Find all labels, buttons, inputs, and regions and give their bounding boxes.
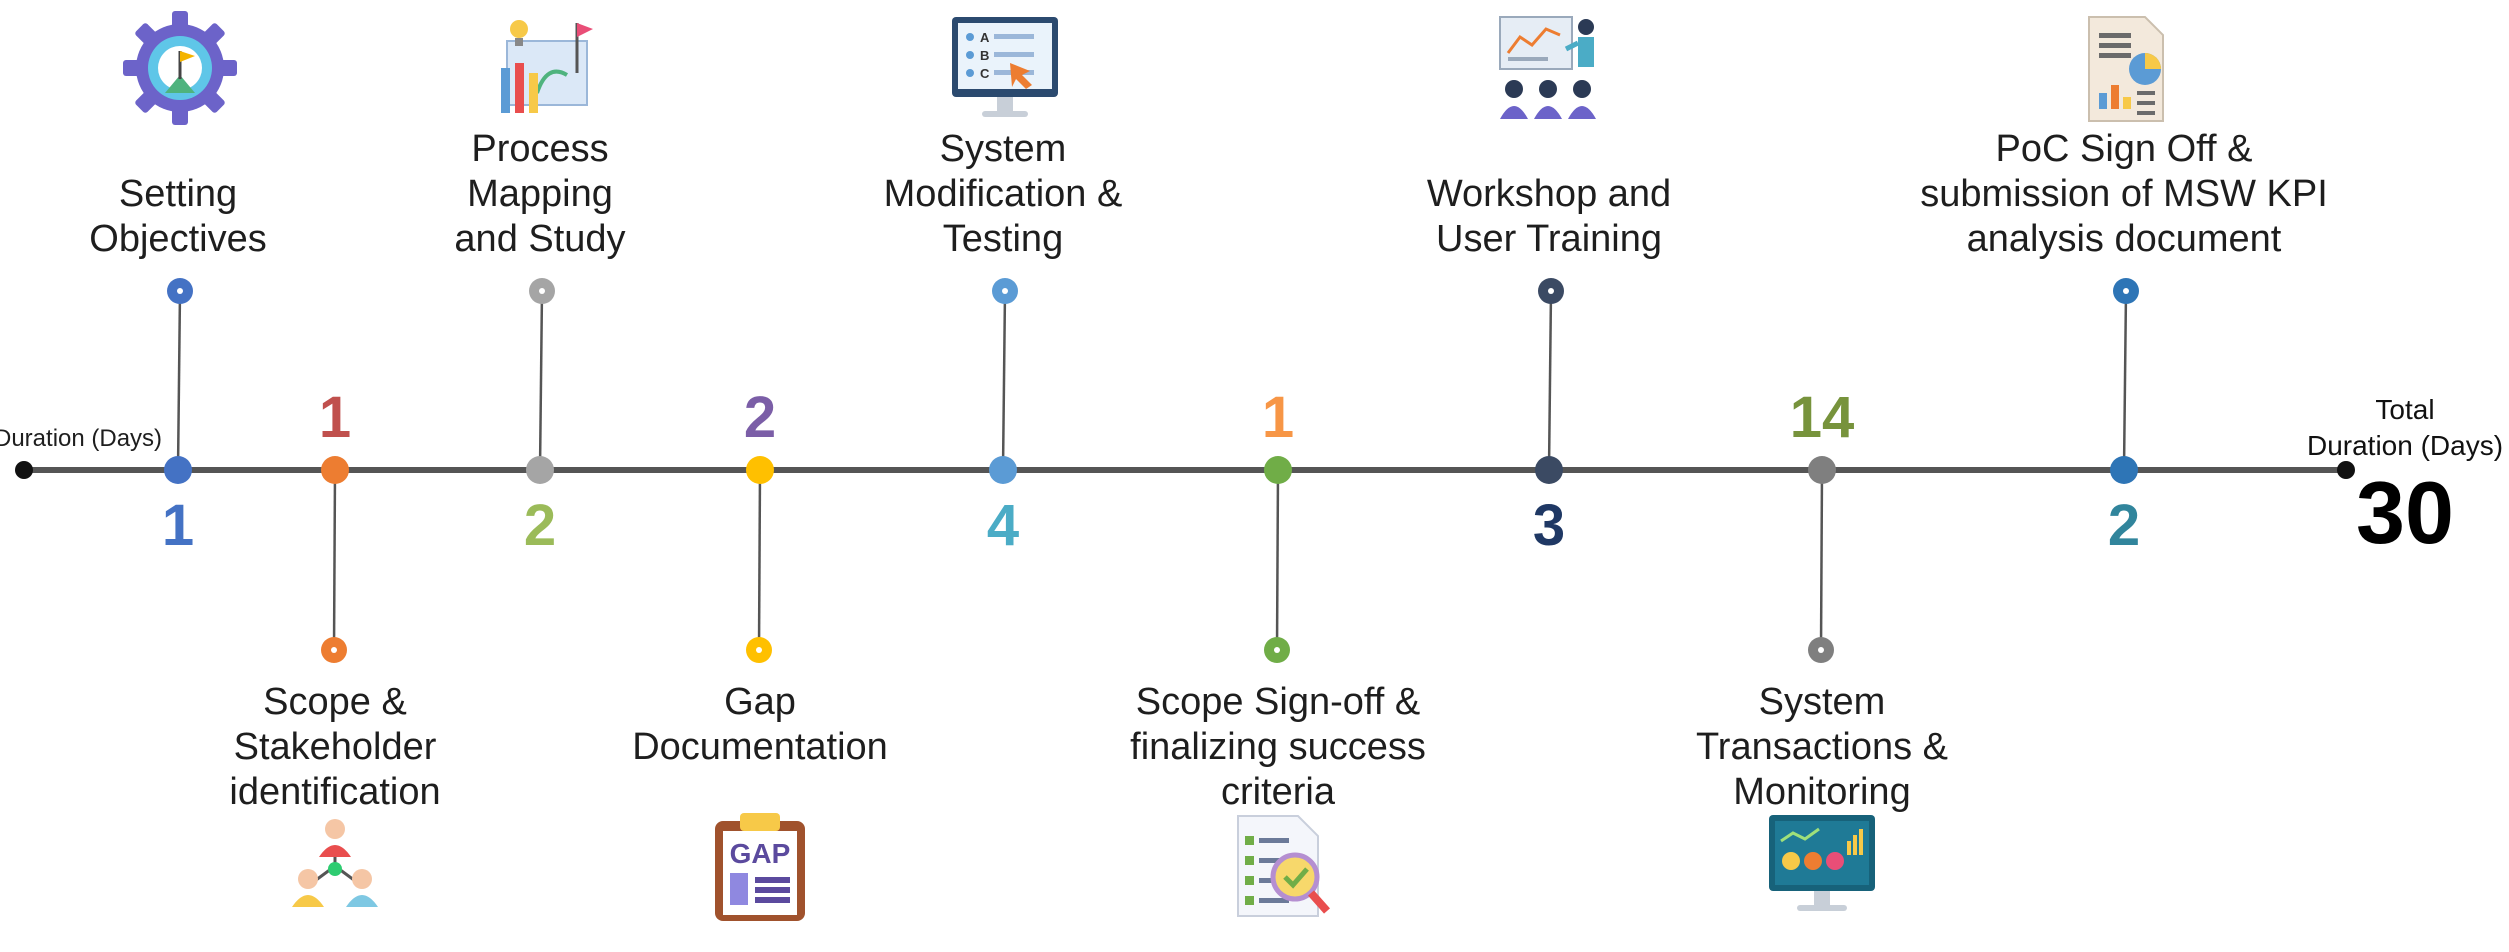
step-node <box>989 456 1017 484</box>
svg-text:C: C <box>980 66 990 81</box>
step-connector <box>1275 469 1280 651</box>
step-duration: 2 <box>523 493 557 558</box>
axis-end-dot <box>2337 461 2355 479</box>
svg-text:B: B <box>980 48 989 63</box>
step-label: Scope & Stakeholder identification <box>229 681 441 813</box>
step-label: System Transactions & Monitoring <box>1695 681 1949 813</box>
step-connector <box>2122 290 2128 471</box>
timeline-step <box>1769 456 1875 911</box>
step-duration: 1 <box>318 385 352 450</box>
step-node <box>746 456 774 484</box>
timeline-step <box>1237 456 1330 917</box>
step-node <box>1808 456 1836 484</box>
step-label: PoC Sign Off & submission of MSW KPI ana… <box>1920 128 2328 260</box>
step-connector <box>1547 290 1553 471</box>
timeline-step: GAP <box>715 456 805 921</box>
gap-clipboard-icon: GAP <box>715 813 805 921</box>
step-connector <box>757 469 762 651</box>
step-node <box>1535 456 1563 484</box>
report-chart-icon <box>2088 16 2164 122</box>
timeline-step <box>501 20 593 484</box>
presentation-training-icon <box>1499 16 1596 119</box>
start-label: Duration (Days) <box>0 425 163 452</box>
step-node <box>321 456 349 484</box>
step-node <box>164 456 192 484</box>
step-label: Setting Objectives <box>89 173 267 260</box>
step-connector <box>1819 469 1824 651</box>
dashboard-monitor-icon <box>1769 815 1875 911</box>
step-duration: 3 <box>1532 493 1566 558</box>
step-duration: 1 <box>161 493 195 558</box>
step-duration: 2 <box>743 385 777 450</box>
monitor-quiz-icon: ABC <box>952 17 1058 117</box>
process-map-icon <box>501 20 593 113</box>
step-duration: 4 <box>986 493 1020 558</box>
step-label: System Modification & Testing <box>883 128 1123 260</box>
timeline-step <box>123 11 237 484</box>
timeline-step <box>1499 16 1596 484</box>
step-connector <box>1001 290 1007 471</box>
step-label: Scope Sign-off & finalizing success crit… <box>1130 681 1426 813</box>
step-connector <box>176 290 182 471</box>
svg-text:A: A <box>980 30 990 45</box>
timeline-step <box>292 456 378 907</box>
svg-text:GAP: GAP <box>730 838 791 869</box>
step-label: Workshop and User Training <box>1426 173 1672 260</box>
step-label: Process Mapping and Study <box>454 128 626 260</box>
step-node <box>2110 456 2138 484</box>
step-duration: 14 <box>1789 385 1855 450</box>
timeline-step <box>2088 16 2164 484</box>
step-node <box>1264 456 1292 484</box>
gear-target-icon <box>123 11 237 125</box>
step-connector <box>332 469 337 651</box>
timeline-step: ABC <box>952 17 1058 484</box>
step-node <box>526 456 554 484</box>
end-label: Total Duration (Days) <box>2306 394 2504 461</box>
people-network-icon <box>292 819 378 907</box>
step-duration: 2 <box>2107 493 2141 558</box>
step-connector <box>538 290 544 471</box>
step-duration: 1 <box>1261 385 1295 450</box>
step-label: Gap Documentation <box>632 681 888 768</box>
axis-start-dot <box>15 461 33 479</box>
document-check-icon <box>1237 815 1330 917</box>
total-duration: 30 <box>2356 463 2454 562</box>
